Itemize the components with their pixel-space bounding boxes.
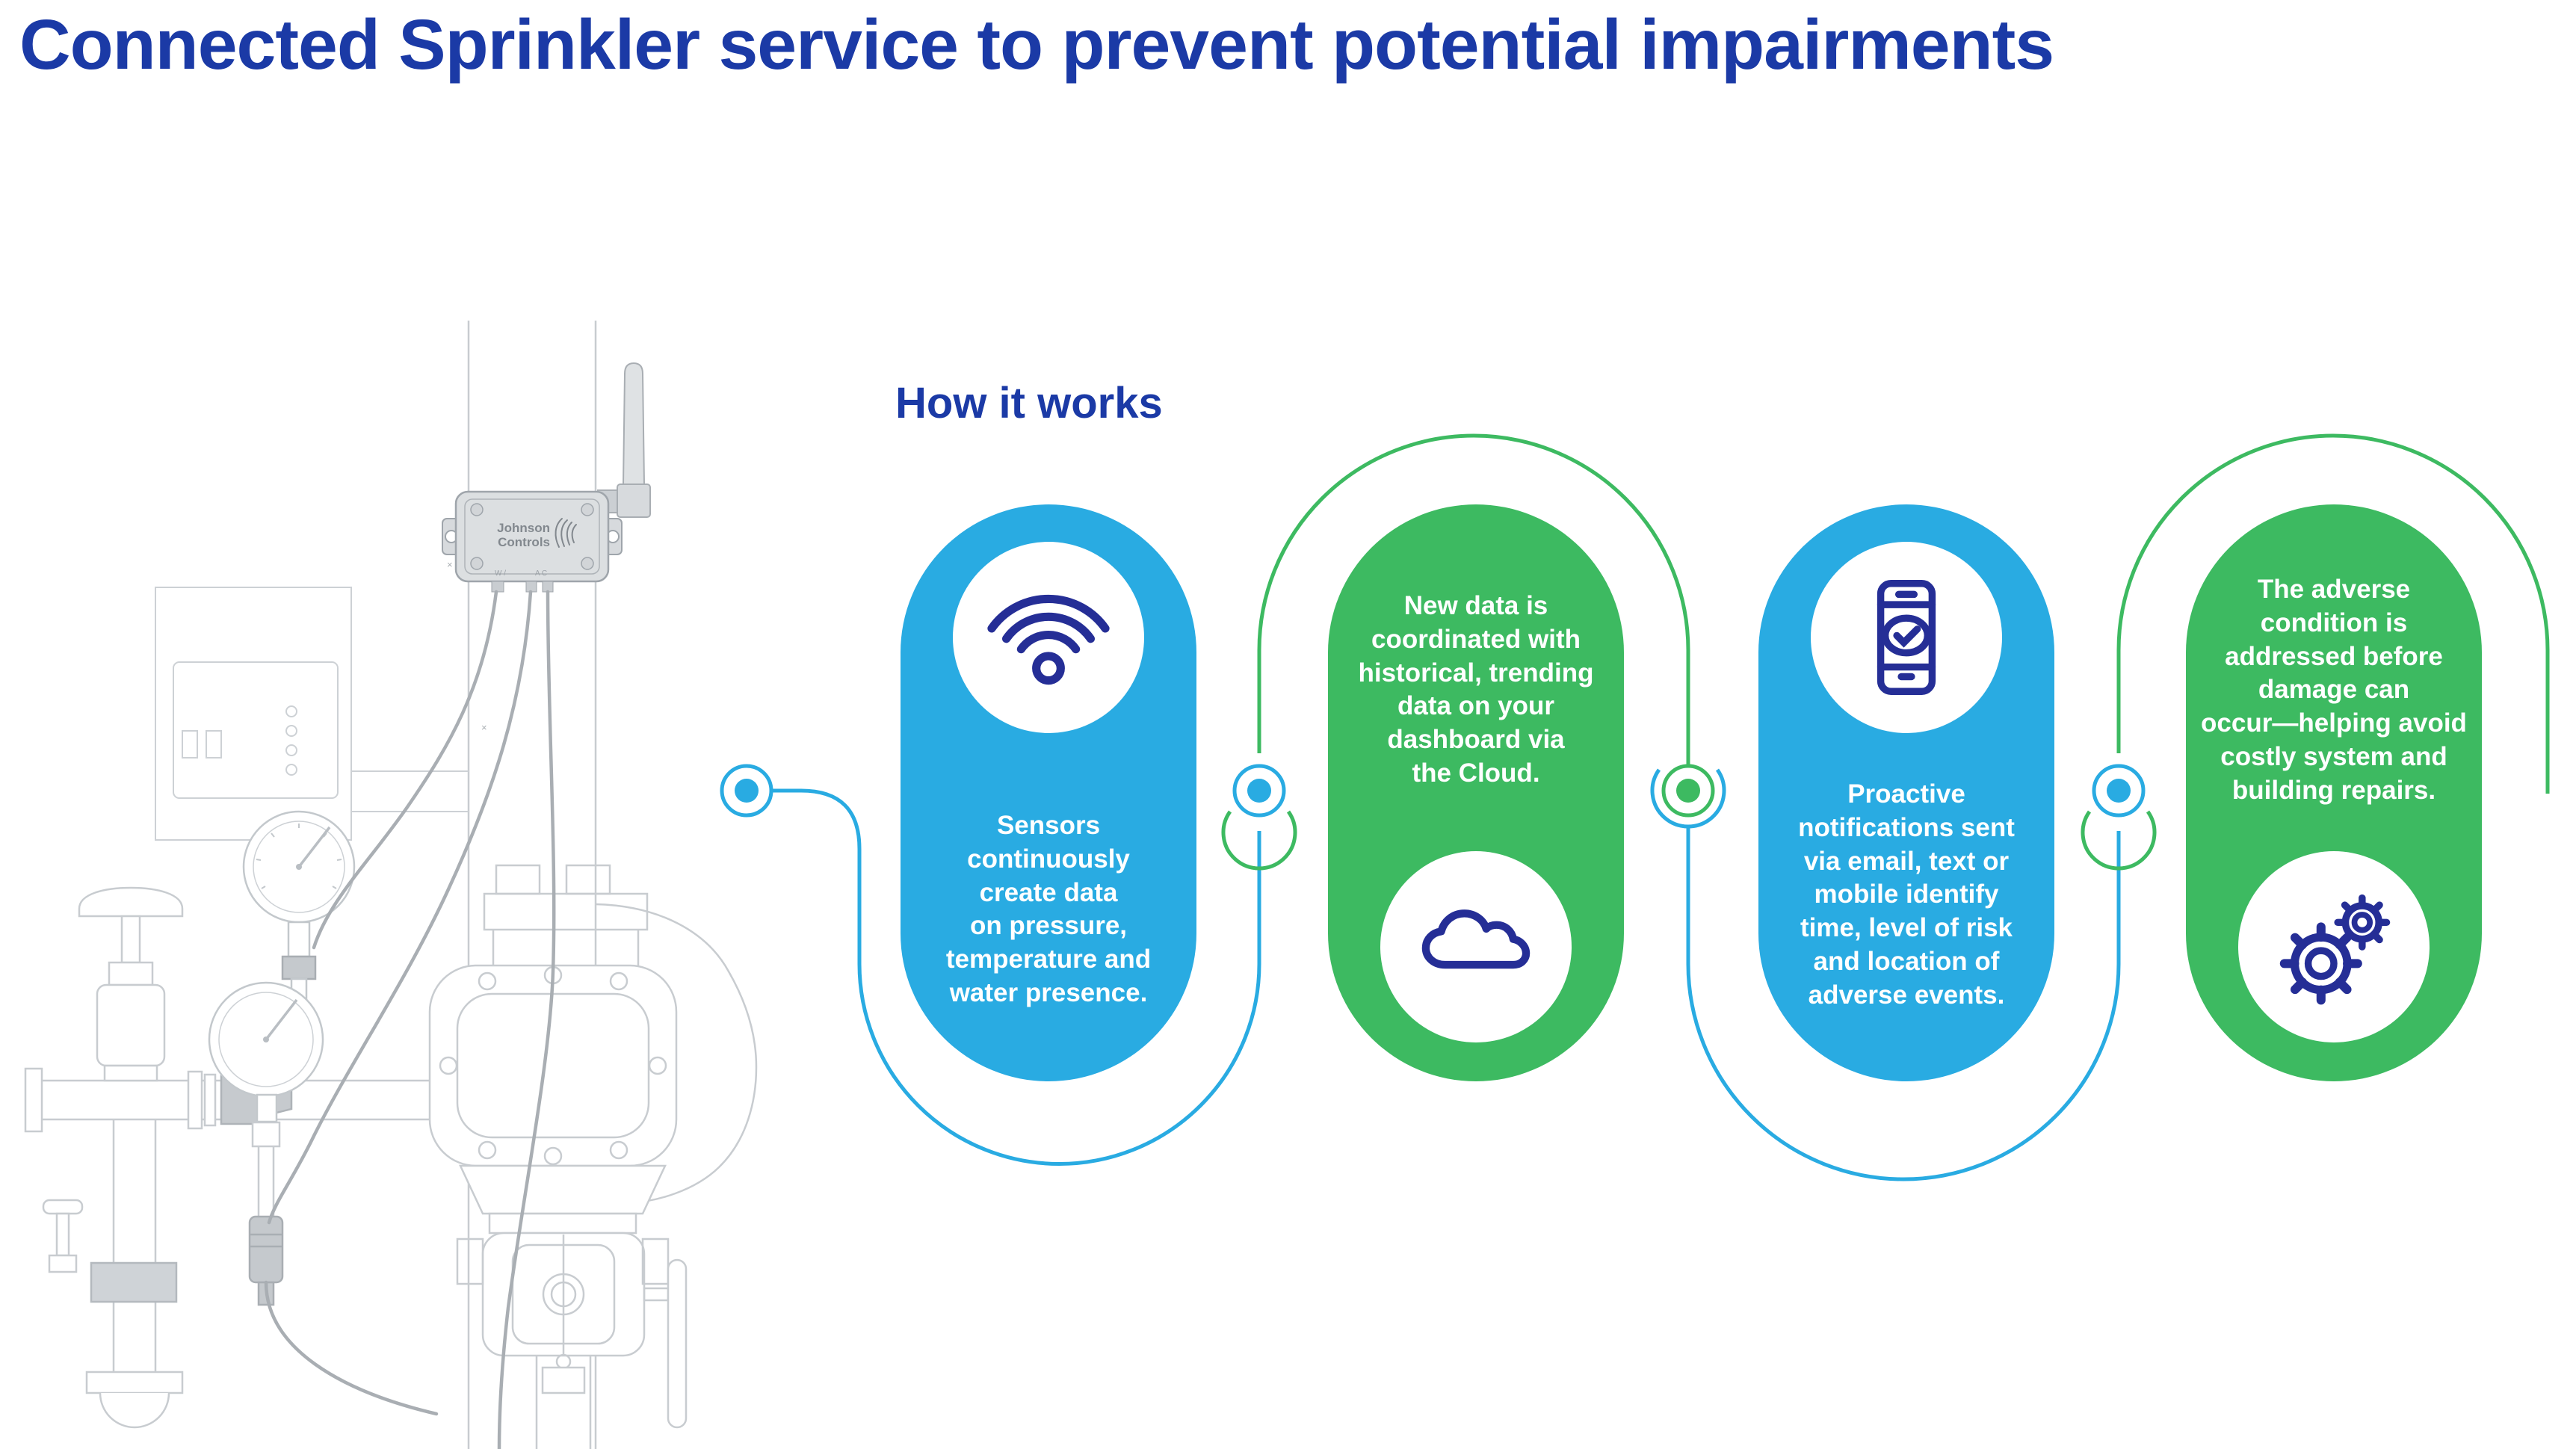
connector-line-step4	[2116, 433, 2550, 794]
x-mark: ×	[481, 722, 487, 733]
step-dot-0	[720, 764, 773, 818]
device-brand-line1: Johnson	[497, 521, 550, 535]
step-card-1: Sensors continuously create data on pres…	[901, 504, 1196, 1081]
control-panel	[155, 587, 469, 841]
phone-check-icon	[1877, 580, 1936, 695]
connector-line-step1	[771, 788, 1261, 1166]
jc-swirl-logo-icon	[555, 518, 577, 548]
device-brand-line2: Controls	[498, 535, 550, 549]
wifi-icon	[987, 594, 1110, 685]
step-1-text: Sensors continuously create data on pres…	[945, 811, 1152, 1007]
gears-icon	[2279, 894, 2391, 1005]
connector-arc-dot3	[2081, 810, 2157, 871]
step-4-icon-badge	[2238, 851, 2430, 1042]
section-heading: How it works	[895, 379, 1163, 427]
main-check-valve	[428, 864, 758, 1449]
step-card-2: New data is coordinated with historical,…	[1328, 504, 1624, 1081]
step-dot-2	[1661, 764, 1715, 818]
pressure-gauge-lower	[208, 981, 324, 1123]
device-port-labels-right: A C	[535, 569, 547, 578]
sensor-cables	[264, 590, 556, 1449]
step-1-icon-badge	[953, 542, 1144, 733]
device-port-labels-left: W /	[495, 569, 506, 578]
connector-line-step2	[1257, 433, 1690, 765]
step-4-text: The adverse condition is addressed befor…	[2201, 575, 2467, 805]
step-card-3: Proactive notifications sent via email, …	[1758, 504, 2054, 1081]
jc-sensor-device: Johnson Controls W / A C × ×	[442, 490, 623, 733]
x-mark: ×	[447, 559, 453, 570]
connector-arc-dot1	[1221, 810, 1297, 871]
connector-line-step3	[1686, 827, 2121, 1181]
left-drain-pipe	[42, 1119, 184, 1429]
step-2-icon-badge	[1380, 851, 1572, 1042]
step-3-text: Proactive notifications sent via email, …	[1798, 779, 2015, 1010]
cloud-icon	[1421, 909, 1531, 969]
step-dot-1	[1232, 764, 1286, 818]
pressure-gauge-upper	[242, 810, 356, 1022]
connector-arc-dot2	[1650, 768, 1726, 829]
step-2-text: New data is coordinated with historical,…	[1358, 591, 1594, 788]
page-title: Connected Sprinkler service to prevent p…	[19, 5, 2054, 84]
step-3-icon-badge	[1811, 542, 2002, 733]
step-card-4: The adverse condition is addressed befor…	[2186, 504, 2482, 1081]
left-control-valve	[78, 886, 184, 1082]
step-dot-3	[2092, 764, 2146, 818]
